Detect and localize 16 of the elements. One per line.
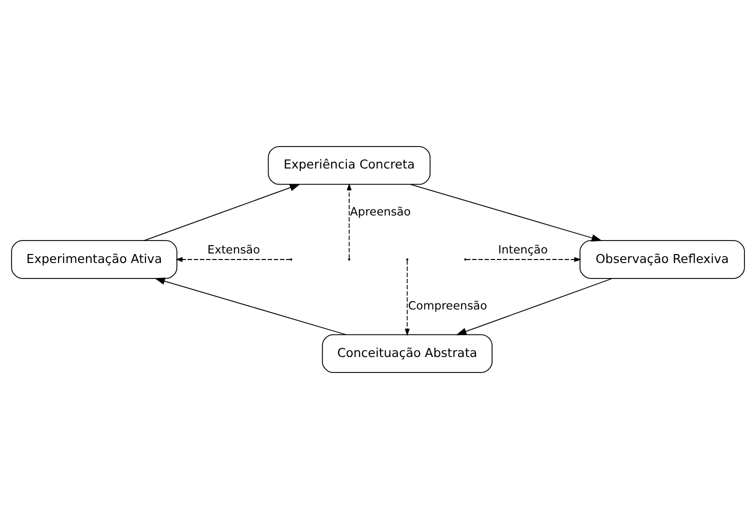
- arrow: [404, 260, 410, 336]
- edge-label: Intenção: [498, 242, 548, 257]
- arrow: [346, 183, 352, 259]
- node-box: Observação Reflexiva: [580, 240, 745, 279]
- edge-label: Apreensão: [350, 204, 411, 218]
- arrow: [144, 184, 300, 241]
- arrow: [456, 278, 613, 336]
- edge-label: Compreensão: [408, 298, 488, 313]
- node-box: Experimentação Ativa: [11, 240, 178, 279]
- arrow: [410, 184, 602, 242]
- arrow: [154, 278, 346, 336]
- edge-label: Extensão: [207, 242, 260, 257]
- node-box: Conceituação Abstrata: [322, 334, 493, 373]
- arrow: [466, 257, 582, 262]
- node-box: Experiência Concreta: [268, 146, 431, 185]
- arrow: [176, 257, 291, 262]
